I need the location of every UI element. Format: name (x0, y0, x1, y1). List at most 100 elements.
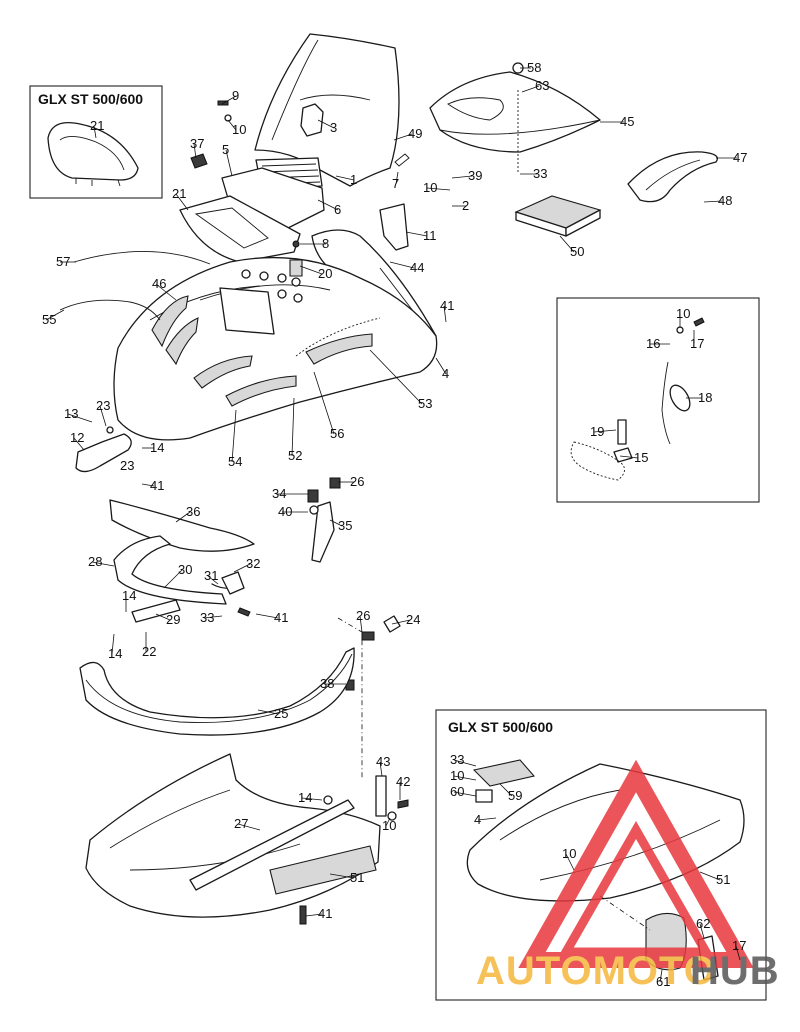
leader-line (301, 797, 323, 801)
leader-line (389, 261, 415, 269)
leader-line (313, 371, 335, 435)
leader-line (735, 945, 741, 961)
leader-line (393, 133, 413, 141)
leader-line (395, 171, 399, 185)
callout-number: 17 (732, 938, 746, 953)
callout-number: 36 (186, 504, 200, 519)
inset-plate-60 (475, 789, 493, 803)
callout-number: 33 (533, 166, 547, 181)
leader-line (426, 187, 451, 191)
leader-line (175, 511, 191, 523)
callout-number: 8 (322, 236, 329, 251)
leader-line (305, 913, 323, 917)
leader-line (225, 149, 233, 177)
cable-57 (73, 251, 211, 265)
callout-number: 43 (376, 754, 390, 769)
filler-20 (289, 259, 303, 277)
callout-number: 53 (418, 396, 432, 411)
callout-number: 4 (442, 366, 449, 381)
leader-line (99, 405, 107, 427)
watermark-text-b: HUB (690, 949, 780, 993)
callout-number: 26 (356, 608, 370, 623)
callout-number: 59 (508, 788, 522, 803)
leader-line (443, 305, 447, 323)
callout-number: 10 (450, 768, 464, 783)
cover-45 (429, 71, 601, 153)
callout-number: 6 (334, 202, 341, 217)
hood-vent-46 (151, 295, 189, 348)
callout-number: 26 (350, 474, 364, 489)
callout-number: 25 (274, 706, 288, 721)
callout-number: 14 (298, 790, 312, 805)
leader-line (593, 429, 617, 433)
callout-number: 46 (152, 276, 166, 291)
bracket-35 (311, 501, 335, 563)
leader-line (369, 349, 423, 405)
leader-line (207, 575, 219, 585)
bracket-11 (379, 203, 409, 251)
callout-number: 48 (718, 193, 732, 208)
leader-line (193, 143, 197, 159)
leader-line (453, 791, 477, 797)
leader-line (227, 119, 237, 131)
leader-line (73, 437, 85, 451)
lever-15 (570, 441, 625, 481)
leader-line (93, 125, 97, 139)
leader-line (155, 283, 177, 301)
leader-line (45, 309, 65, 321)
bracket-29 (131, 599, 181, 623)
callout-number: 33 (200, 610, 214, 625)
leader-line (451, 175, 473, 179)
inset-title-top: GLX ST 500/600 (38, 91, 143, 107)
callout-number: 34 (272, 486, 286, 501)
callout-number: 40 (278, 504, 292, 519)
leader-line (453, 759, 477, 767)
bumper-28 (113, 535, 227, 605)
callout-number: 21 (172, 186, 186, 201)
cable-55 (59, 299, 161, 321)
leader-line (699, 871, 721, 881)
bracket-12 (75, 433, 132, 473)
trim-47 (627, 151, 719, 203)
callout-number: 3 (330, 120, 337, 135)
callout-number: 45 (620, 114, 634, 129)
callout-number: 41 (440, 298, 454, 313)
callout-number: 23 (96, 398, 110, 413)
callout-number: 5 (222, 142, 229, 157)
bracket-31 (221, 571, 245, 595)
leader-line (379, 761, 383, 777)
leader-line (699, 923, 705, 939)
callout-number: 23 (120, 458, 134, 473)
leader-line (703, 200, 723, 203)
leader-line (299, 265, 323, 275)
leader-line (329, 519, 343, 527)
inset-console-part (47, 121, 139, 181)
leader-line (335, 175, 355, 181)
callout-number: 30 (178, 562, 192, 577)
leader-line (405, 231, 428, 237)
cable-18 (661, 361, 671, 445)
inset-title-bottom: GLX ST 500/600 (448, 719, 553, 735)
leader-line (141, 483, 155, 487)
leader-line (123, 463, 127, 467)
leader-line (237, 823, 261, 831)
callout-number: 49 (408, 126, 422, 141)
leader-line (659, 969, 663, 983)
callout-number: 51 (716, 872, 730, 887)
callout-number: 2 (462, 198, 469, 213)
leader-line (203, 615, 223, 619)
bracket-43 (375, 775, 387, 817)
bracket-3 (300, 103, 324, 137)
callout-number: 12 (70, 430, 84, 445)
leader-line (619, 455, 639, 459)
callout-number: 28 (88, 554, 102, 569)
callout-number: 52 (288, 448, 302, 463)
callout-number: 47 (733, 150, 747, 165)
callout-number: 37 (190, 136, 204, 151)
leader-line (391, 619, 411, 625)
callout-number: 7 (392, 176, 399, 191)
leader-line (91, 561, 115, 567)
inset-frame-cable (556, 297, 760, 503)
leader-line (521, 85, 540, 93)
